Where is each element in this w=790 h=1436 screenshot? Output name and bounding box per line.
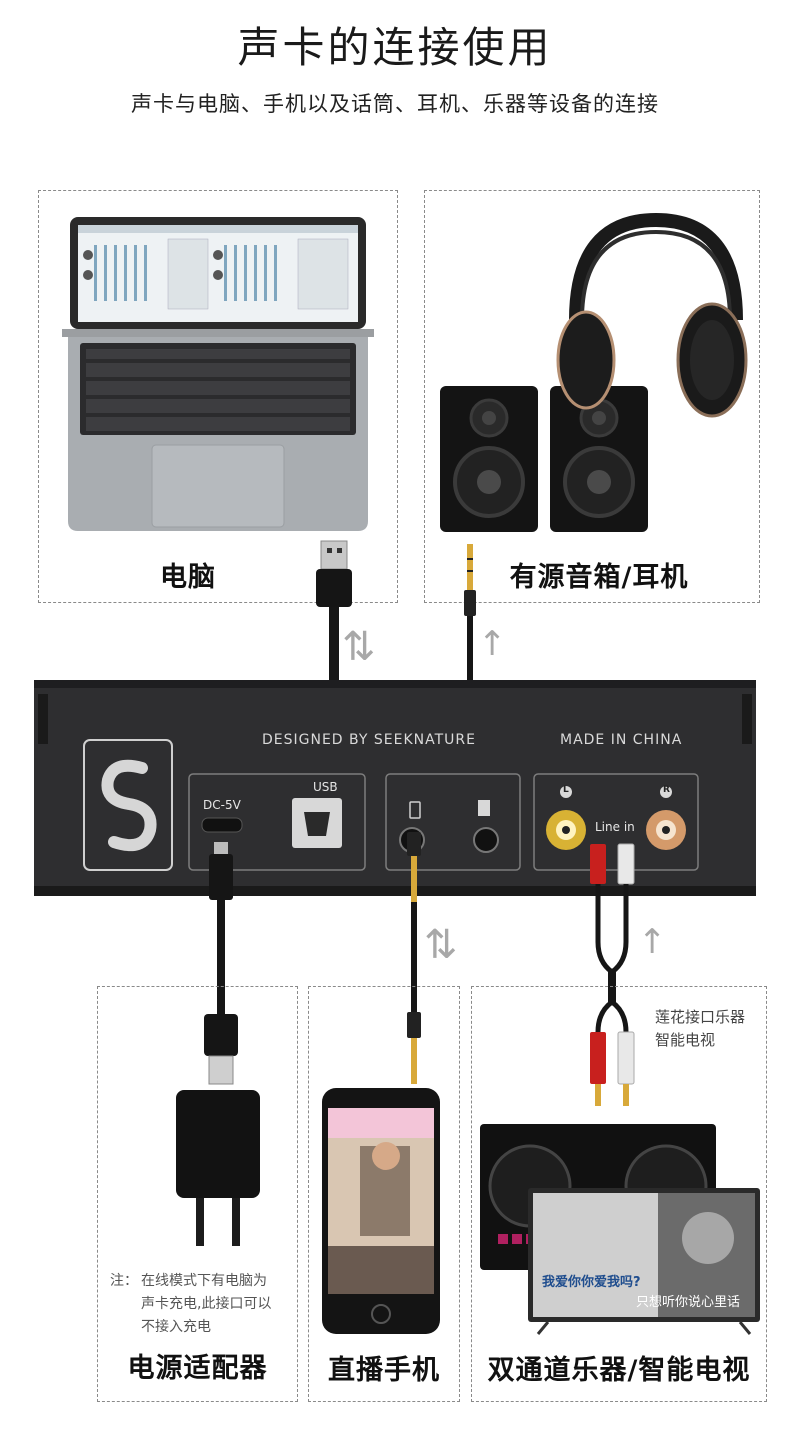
bidirectional-arrow-icon: ⇅ <box>424 922 458 968</box>
left-channel-label: L <box>563 785 569 795</box>
lotus-note-line-2: 智能电视 <box>655 1029 715 1052</box>
phone-label: 直播手机 <box>310 1348 458 1387</box>
power-note-prefix: 注： <box>110 1270 138 1293</box>
right-channel-label: R <box>663 785 670 795</box>
dc-port-label: DC-5V <box>203 798 241 812</box>
tv-caption-1: 我爱你你爱我吗? <box>542 1271 641 1290</box>
page-title: 声卡的连接使用 <box>0 14 790 75</box>
instrument-tv-label: 双通道乐器/智能电视 <box>474 1348 764 1387</box>
line-in-label: Line in <box>595 820 635 834</box>
power-note-line-2: 声卡充电,此接口可以 <box>141 1293 271 1316</box>
bidirectional-arrow-icon: ⇅ <box>342 624 376 670</box>
laptop-illustration <box>48 215 388 535</box>
tv-illustration <box>528 1188 760 1338</box>
up-arrow-icon: ↑ <box>638 922 667 962</box>
power-adapter-label: 电源适配器 <box>100 1346 295 1385</box>
lotus-note-line-1: 莲花接口乐器 <box>655 1006 745 1029</box>
speakers-headphones-illustration <box>436 210 756 540</box>
speaker-headphone-label: 有源音箱/耳机 <box>484 555 714 594</box>
tv-caption-2: 只想听你说心里话 <box>636 1291 740 1310</box>
power-note-line-3: 不接入充电 <box>141 1316 211 1339</box>
usb-port-label: USB <box>313 780 338 794</box>
page-subtitle: 声卡与电脑、手机以及话筒、耳机、乐器等设备的连接 <box>0 88 790 118</box>
designed-by-text: DESIGNED BY SEEKNATURE <box>262 732 476 748</box>
up-arrow-icon: ↑ <box>478 624 507 664</box>
power-adapter-illustration <box>172 1088 264 1258</box>
made-in-text: MADE IN CHINA <box>560 732 682 748</box>
computer-label: 电脑 <box>118 555 258 594</box>
phone-illustration <box>320 1086 442 1336</box>
power-note-line-1: 在线模式下有电脑为 <box>141 1270 267 1293</box>
